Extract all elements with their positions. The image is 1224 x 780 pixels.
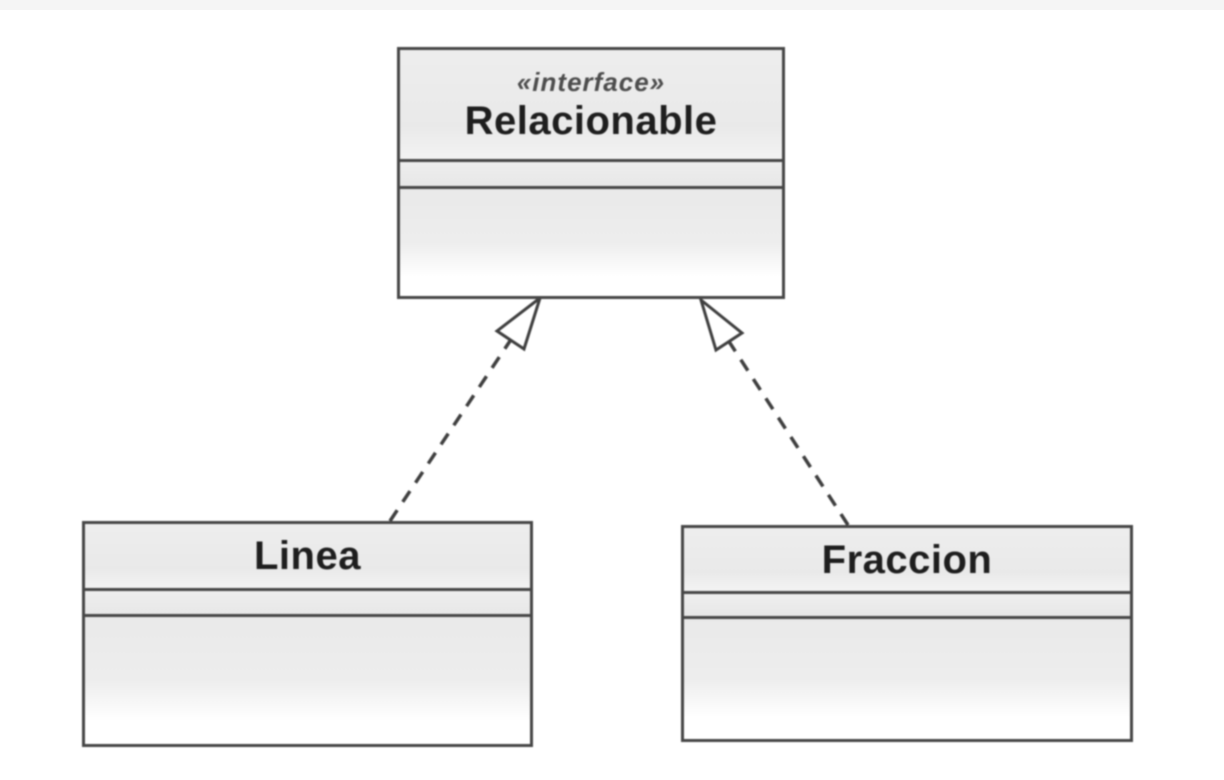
hollow-triangle-arrowhead-fraccion <box>698 295 745 353</box>
class-box-linea: Linea <box>82 521 533 747</box>
attributes-compartment-relacionable <box>400 162 782 189</box>
page-top-strip <box>0 0 1224 10</box>
hollow-triangle-arrowhead-linea <box>494 293 543 352</box>
operations-compartment-fraccion <box>684 619 1130 739</box>
operations-compartment-linea <box>85 617 530 744</box>
realization-edge-fraccion <box>726 339 850 526</box>
title-compartment-linea: Linea <box>85 524 530 591</box>
class-name-linea: Linea <box>254 534 361 578</box>
class-name-fraccion: Fraccion <box>821 537 993 582</box>
attributes-compartment-linea <box>85 591 530 617</box>
operations-compartment-relacionable <box>400 189 782 296</box>
class-box-relacionable: «interface» Relacionable <box>397 47 785 299</box>
class-name-relacionable: Relacionable <box>464 98 718 143</box>
attributes-compartment-fraccion <box>684 594 1130 619</box>
realization-edge-linea <box>388 337 514 522</box>
stereotype-label: «interface» <box>516 66 666 97</box>
class-box-fraccion: Fraccion <box>681 525 1133 742</box>
title-compartment-relacionable: «interface» Relacionable <box>400 50 782 162</box>
title-compartment-fraccion: Fraccion <box>684 528 1130 594</box>
